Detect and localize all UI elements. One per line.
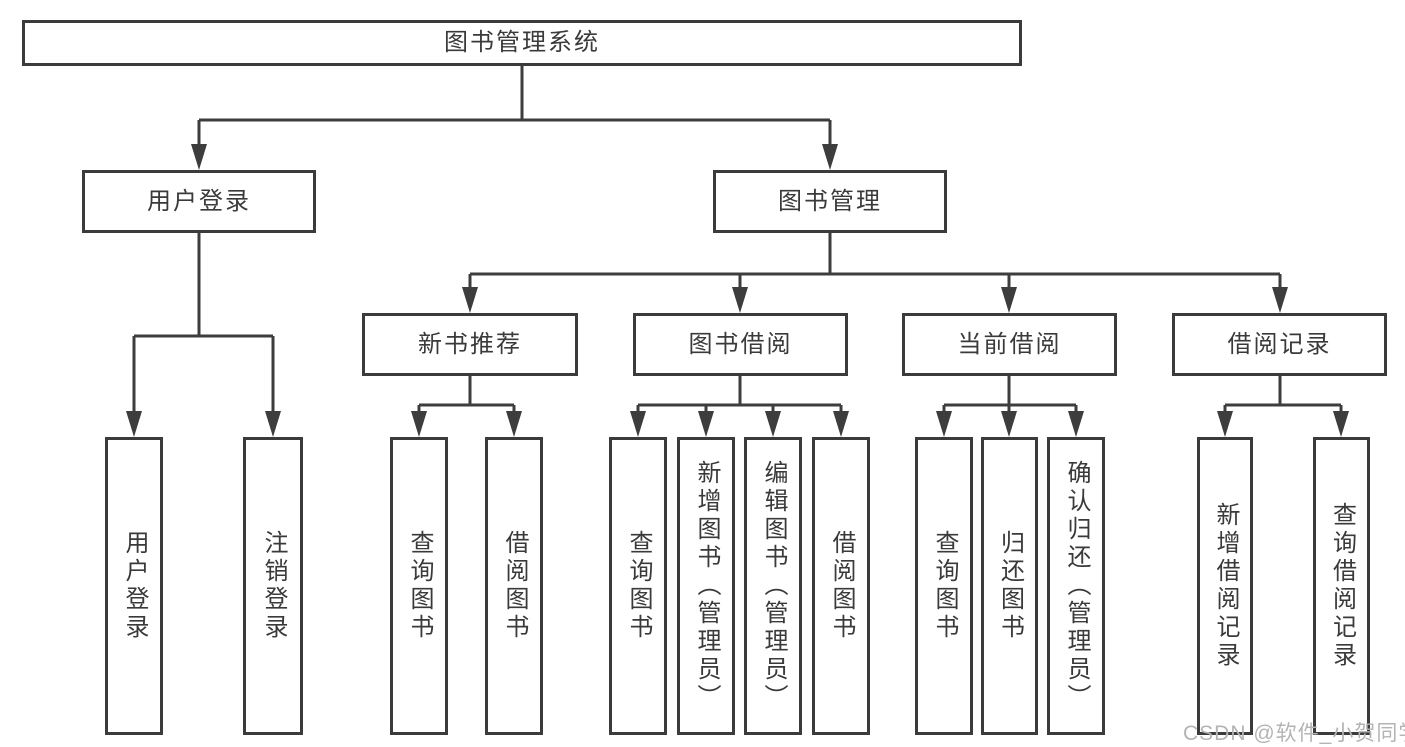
node-label: 新书推荐 [418,330,522,358]
leaf-return-book: 归还图书 [981,437,1038,735]
node-label: 当前借阅 [957,330,1062,358]
node-label: 编辑图书（管理员） [760,460,787,712]
node-book-management: 图书管理 [713,170,947,233]
node-label: 图书管理系统 [444,29,600,56]
leaf-add-book-admin: 新增图书（管理员） [677,437,735,735]
node-library-management-system: 图书管理系统 [22,20,1022,66]
leaf-query-book-current: 查询图书 [915,437,973,735]
node-label: 借阅图书 [501,530,528,642]
leaf-query-borrow-record: 查询借阅记录 [1313,437,1370,735]
node-label: 查询借阅记录 [1328,502,1356,670]
node-label: 图书管理 [778,187,882,215]
node-label: 借阅记录 [1227,330,1332,358]
node-label: 注销登录 [260,530,287,642]
node-label: 新增借阅记录 [1212,502,1239,670]
node-label: 借阅图书 [828,530,855,642]
node-label: 查询图书 [931,530,958,642]
node-label: 新增图书（管理员） [693,460,720,712]
leaf-logout-login: 注销登录 [243,437,303,735]
node-label: 归还图书 [996,530,1024,642]
node-user-login: 用户登录 [82,170,316,233]
node-label: 用户登录 [147,187,251,215]
node-label: 确认归还（管理员） [1063,460,1090,712]
node-label: 图书借阅 [688,330,793,358]
leaf-confirm-return-admin: 确认归还（管理员） [1047,437,1105,735]
node-borrowing-records: 借阅记录 [1172,313,1387,376]
leaf-borrow-book-recommend: 借阅图书 [485,437,543,735]
leaf-edit-book-admin: 编辑图书（管理员） [744,437,802,735]
leaf-add-borrow-record: 新增借阅记录 [1197,437,1253,735]
leaf-borrow-book: 借阅图书 [812,437,870,735]
leaf-query-book-borrowing: 查询图书 [609,437,667,735]
leaf-user-login: 用户登录 [105,437,163,735]
node-label: 用户登录 [121,530,148,642]
csdn-watermark: CSDN @软件_小贺同学 [1183,722,1405,745]
leaf-query-book-recommend: 查询图书 [390,437,448,735]
node-label: 查询图书 [625,530,652,642]
node-new-book-recommend: 新书推荐 [362,313,578,376]
arrowheads [126,144,1349,437]
node-label: 查询图书 [406,530,433,642]
node-current-borrowing: 当前借阅 [902,313,1117,376]
node-book-borrowing: 图书借阅 [633,313,848,376]
